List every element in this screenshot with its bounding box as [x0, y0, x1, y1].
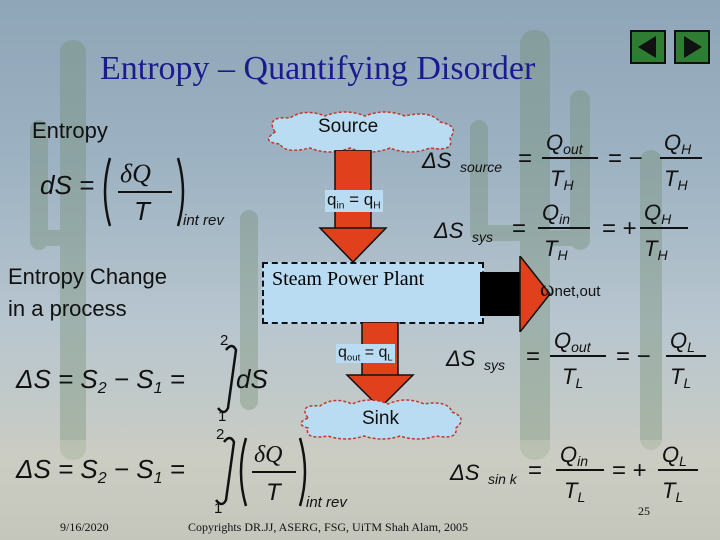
wnet-label: ωnet,out — [540, 276, 600, 302]
omega-symbol: ω — [540, 276, 555, 301]
slide-title: Entropy – Quantifying Disorder — [100, 50, 536, 87]
plant-label: Steam Power Plant — [272, 268, 425, 290]
qin-symbol: q — [327, 190, 337, 209]
entropy-label: Entropy — [32, 118, 108, 143]
qin-eq-subscript: H — [373, 200, 381, 212]
svg-text:TH: TH — [664, 166, 688, 193]
source-cloud — [267, 111, 455, 153]
source-label: Source — [318, 116, 379, 137]
integral-upper-limit: 2 — [220, 332, 229, 349]
sink-label: Sink — [362, 408, 399, 429]
svg-text:ΔS = S2 − S1 =: ΔS = S2 − S1 = — [15, 364, 185, 397]
svg-text:QL: QL — [662, 442, 687, 469]
sys-out-entropy-equation: ΔS sys = Qout TL = − QL TL — [445, 328, 706, 391]
integral-lower-limit: 1 — [218, 408, 227, 425]
svg-text:sys: sys — [484, 357, 505, 373]
svg-text:dS: dS — [236, 364, 268, 394]
arrow-left-icon — [638, 36, 656, 58]
sink-entropy-equation: ΔS sin k = Qin TL = + QL TL — [449, 442, 698, 505]
svg-text:QH: QH — [644, 200, 672, 227]
svg-text:QH: QH — [664, 130, 692, 157]
svg-text:T: T — [266, 479, 283, 506]
steam-power-plant-box: Steam Power Plant — [262, 262, 484, 324]
svg-text:TL: TL — [562, 364, 583, 391]
qin-subscript: in — [336, 200, 345, 212]
svg-text:=: = — [528, 457, 542, 484]
svg-text:sin k: sin k — [488, 471, 518, 487]
wnet-subscript: net,out — [554, 283, 601, 300]
entropy-change-integral-ds: ΔS = S2 − S1 = dS — [15, 344, 268, 414]
svg-text:=: = — [512, 215, 526, 242]
svg-text:=: = — [518, 145, 532, 172]
svg-text:TL: TL — [662, 478, 683, 505]
qout-label: qout = qL — [336, 344, 395, 364]
qout-eq-subscript: L — [387, 352, 393, 364]
svg-text:δQ: δQ — [120, 159, 151, 188]
entropy-change-label: Entropy Change — [8, 264, 167, 289]
svg-text:Qout: Qout — [546, 130, 584, 157]
svg-text:=: = — [526, 343, 540, 370]
entropy-definition-equation: dS = — [40, 170, 95, 200]
svg-text:source: source — [460, 159, 502, 175]
int-rev-subscript: int rev — [183, 212, 224, 229]
integral-lower-limit-2: 1 — [214, 500, 223, 517]
svg-text:ΔS = S2 − S1 =: ΔS = S2 − S1 = — [15, 454, 185, 487]
svg-text:Qout: Qout — [554, 328, 592, 355]
svg-text:ΔS: ΔS — [449, 460, 480, 485]
svg-text:TH: TH — [550, 166, 574, 193]
qin-equals: = q — [344, 190, 374, 209]
svg-text:= +: = + — [612, 457, 647, 484]
qout-equals: = q — [360, 344, 388, 361]
qin-label: qin = qH — [325, 190, 383, 212]
prev-slide-button[interactable] — [630, 30, 666, 64]
svg-text:ΔS: ΔS — [421, 148, 452, 173]
svg-text:TL: TL — [564, 478, 585, 505]
footer-copyright: Copyrights DR.JJ, ASERG, FSG, UiTM Shah … — [188, 520, 469, 534]
svg-text:= −: = − — [616, 343, 651, 370]
svg-text:= −: = − — [608, 145, 643, 172]
dq-over-t-fraction: δQ T — [103, 157, 185, 227]
integral-upper-limit-2: 2 — [216, 426, 225, 443]
work-out-arrow — [480, 256, 551, 332]
arrow-right-icon — [684, 36, 702, 58]
qout-subscript: out — [346, 352, 361, 364]
svg-text:ΔS: ΔS — [445, 346, 476, 371]
svg-text:QL: QL — [670, 328, 695, 355]
svg-text:Qin: Qin — [560, 442, 588, 469]
svg-text:TH: TH — [544, 236, 568, 263]
footer-date: 9/16/2020 — [60, 520, 109, 534]
sink-cloud — [300, 399, 462, 440]
svg-text:TH: TH — [644, 236, 668, 263]
next-slide-button[interactable] — [674, 30, 710, 64]
entropy-change-label-2: in a process — [8, 296, 127, 321]
svg-text:ΔS: ΔS — [433, 218, 464, 243]
qout-symbol: q — [338, 344, 347, 361]
source-sys-entropy-equations: ΔS source = Qout TH = − QH TH ΔS sys = Q… — [421, 130, 702, 263]
svg-text:T: T — [134, 196, 152, 226]
svg-text:δQ: δQ — [254, 442, 283, 468]
int-rev-subscript-2: int rev — [306, 494, 347, 511]
svg-text:Qin: Qin — [542, 200, 570, 227]
page-number: 25 — [638, 504, 650, 518]
svg-text:sys: sys — [472, 229, 493, 245]
svg-text:= +: = + — [602, 215, 637, 242]
entropy-change-integral-dq: ΔS = S2 − S1 = δQ T — [15, 436, 307, 507]
svg-text:TL: TL — [670, 364, 691, 391]
